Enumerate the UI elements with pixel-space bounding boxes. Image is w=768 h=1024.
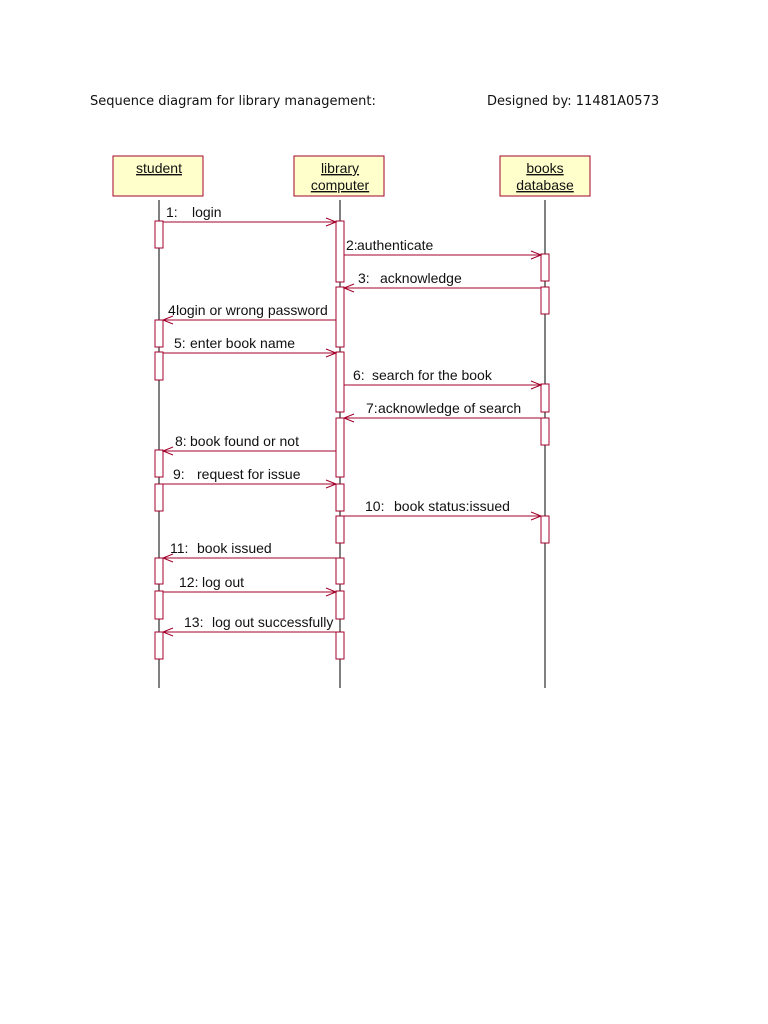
activation-bar: [154, 590, 164, 620]
activation-bar: [335, 286, 345, 348]
activation-bar: [540, 383, 550, 413]
message-number: 2:: [346, 237, 358, 253]
arrowhead: [530, 250, 543, 260]
activation-bar: [335, 220, 345, 283]
activation-bar: [154, 449, 164, 478]
object-box-library-computer: [293, 155, 385, 197]
arrowhead: [325, 217, 338, 227]
message-label: login or wrong password: [176, 302, 328, 318]
message-label: book status:issued: [394, 498, 510, 514]
message-number: 1:: [166, 204, 178, 220]
activation-bar: [335, 417, 345, 478]
object-box-books-database: [499, 155, 591, 197]
object-box-student: [112, 155, 204, 197]
message-label: enter book name: [190, 335, 295, 351]
message-label: search for the book: [372, 367, 493, 383]
message-number: 12:: [179, 574, 198, 590]
activation-bar: [335, 515, 345, 544]
message-number: 5:: [174, 335, 186, 351]
activation-bar: [540, 286, 550, 315]
message-number: 6:: [353, 367, 365, 383]
diagram-title: Sequence diagram for library management:: [90, 94, 376, 109]
arrowhead: [161, 446, 174, 456]
message-label: book issued: [197, 540, 272, 556]
message-number: 13:: [184, 614, 203, 630]
activation-bar: [335, 483, 345, 512]
object-label-student: student: [136, 160, 182, 176]
object-label-books-database: books: [526, 160, 563, 176]
object-label-library-computer: computer: [311, 177, 370, 193]
message-label: login: [192, 204, 222, 220]
message-label: acknowledge of search: [378, 400, 521, 416]
activation-bar: [540, 253, 550, 282]
activation-bar: [154, 319, 164, 348]
message-label: log out: [202, 574, 244, 590]
message-label: log out successfully: [212, 614, 333, 630]
arrowhead: [161, 627, 174, 637]
arrowhead: [342, 283, 355, 293]
activation-bar: [335, 590, 345, 620]
message-label: acknowledge: [380, 270, 462, 286]
message-label: authenticate: [357, 237, 433, 253]
message-number: 7:: [366, 400, 378, 416]
activation-bar: [540, 417, 550, 446]
activation-bar: [154, 631, 164, 660]
designer-credit: Designed by: 11481A0573: [487, 94, 660, 109]
activation-bar: [154, 220, 164, 249]
arrowhead: [161, 553, 174, 563]
arrowhead: [530, 511, 543, 521]
arrowhead: [325, 479, 338, 489]
message-number: 3:: [358, 270, 370, 286]
activation-bar: [154, 557, 164, 585]
message-number: 10:: [365, 498, 384, 514]
message-number: 11:: [170, 540, 188, 556]
message-label: book found or not: [190, 433, 299, 449]
message-number: 4:: [168, 302, 180, 318]
activation-bar: [154, 483, 164, 512]
message-label: request for issue: [197, 466, 301, 482]
arrowhead: [325, 587, 338, 597]
arrowhead: [325, 348, 338, 358]
activation-bar: [335, 631, 345, 660]
object-label-library-computer: library: [321, 160, 359, 176]
arrowhead: [530, 380, 543, 390]
activation-bar: [154, 351, 164, 381]
activation-bar: [335, 557, 345, 585]
activation-bar: [540, 515, 550, 544]
object-label-books-database: database: [516, 177, 574, 193]
activation-bar: [335, 351, 345, 413]
arrowhead: [161, 315, 174, 325]
arrowhead: [342, 413, 355, 423]
message-number: 9:: [173, 466, 185, 482]
message-number: 8:: [175, 433, 187, 449]
